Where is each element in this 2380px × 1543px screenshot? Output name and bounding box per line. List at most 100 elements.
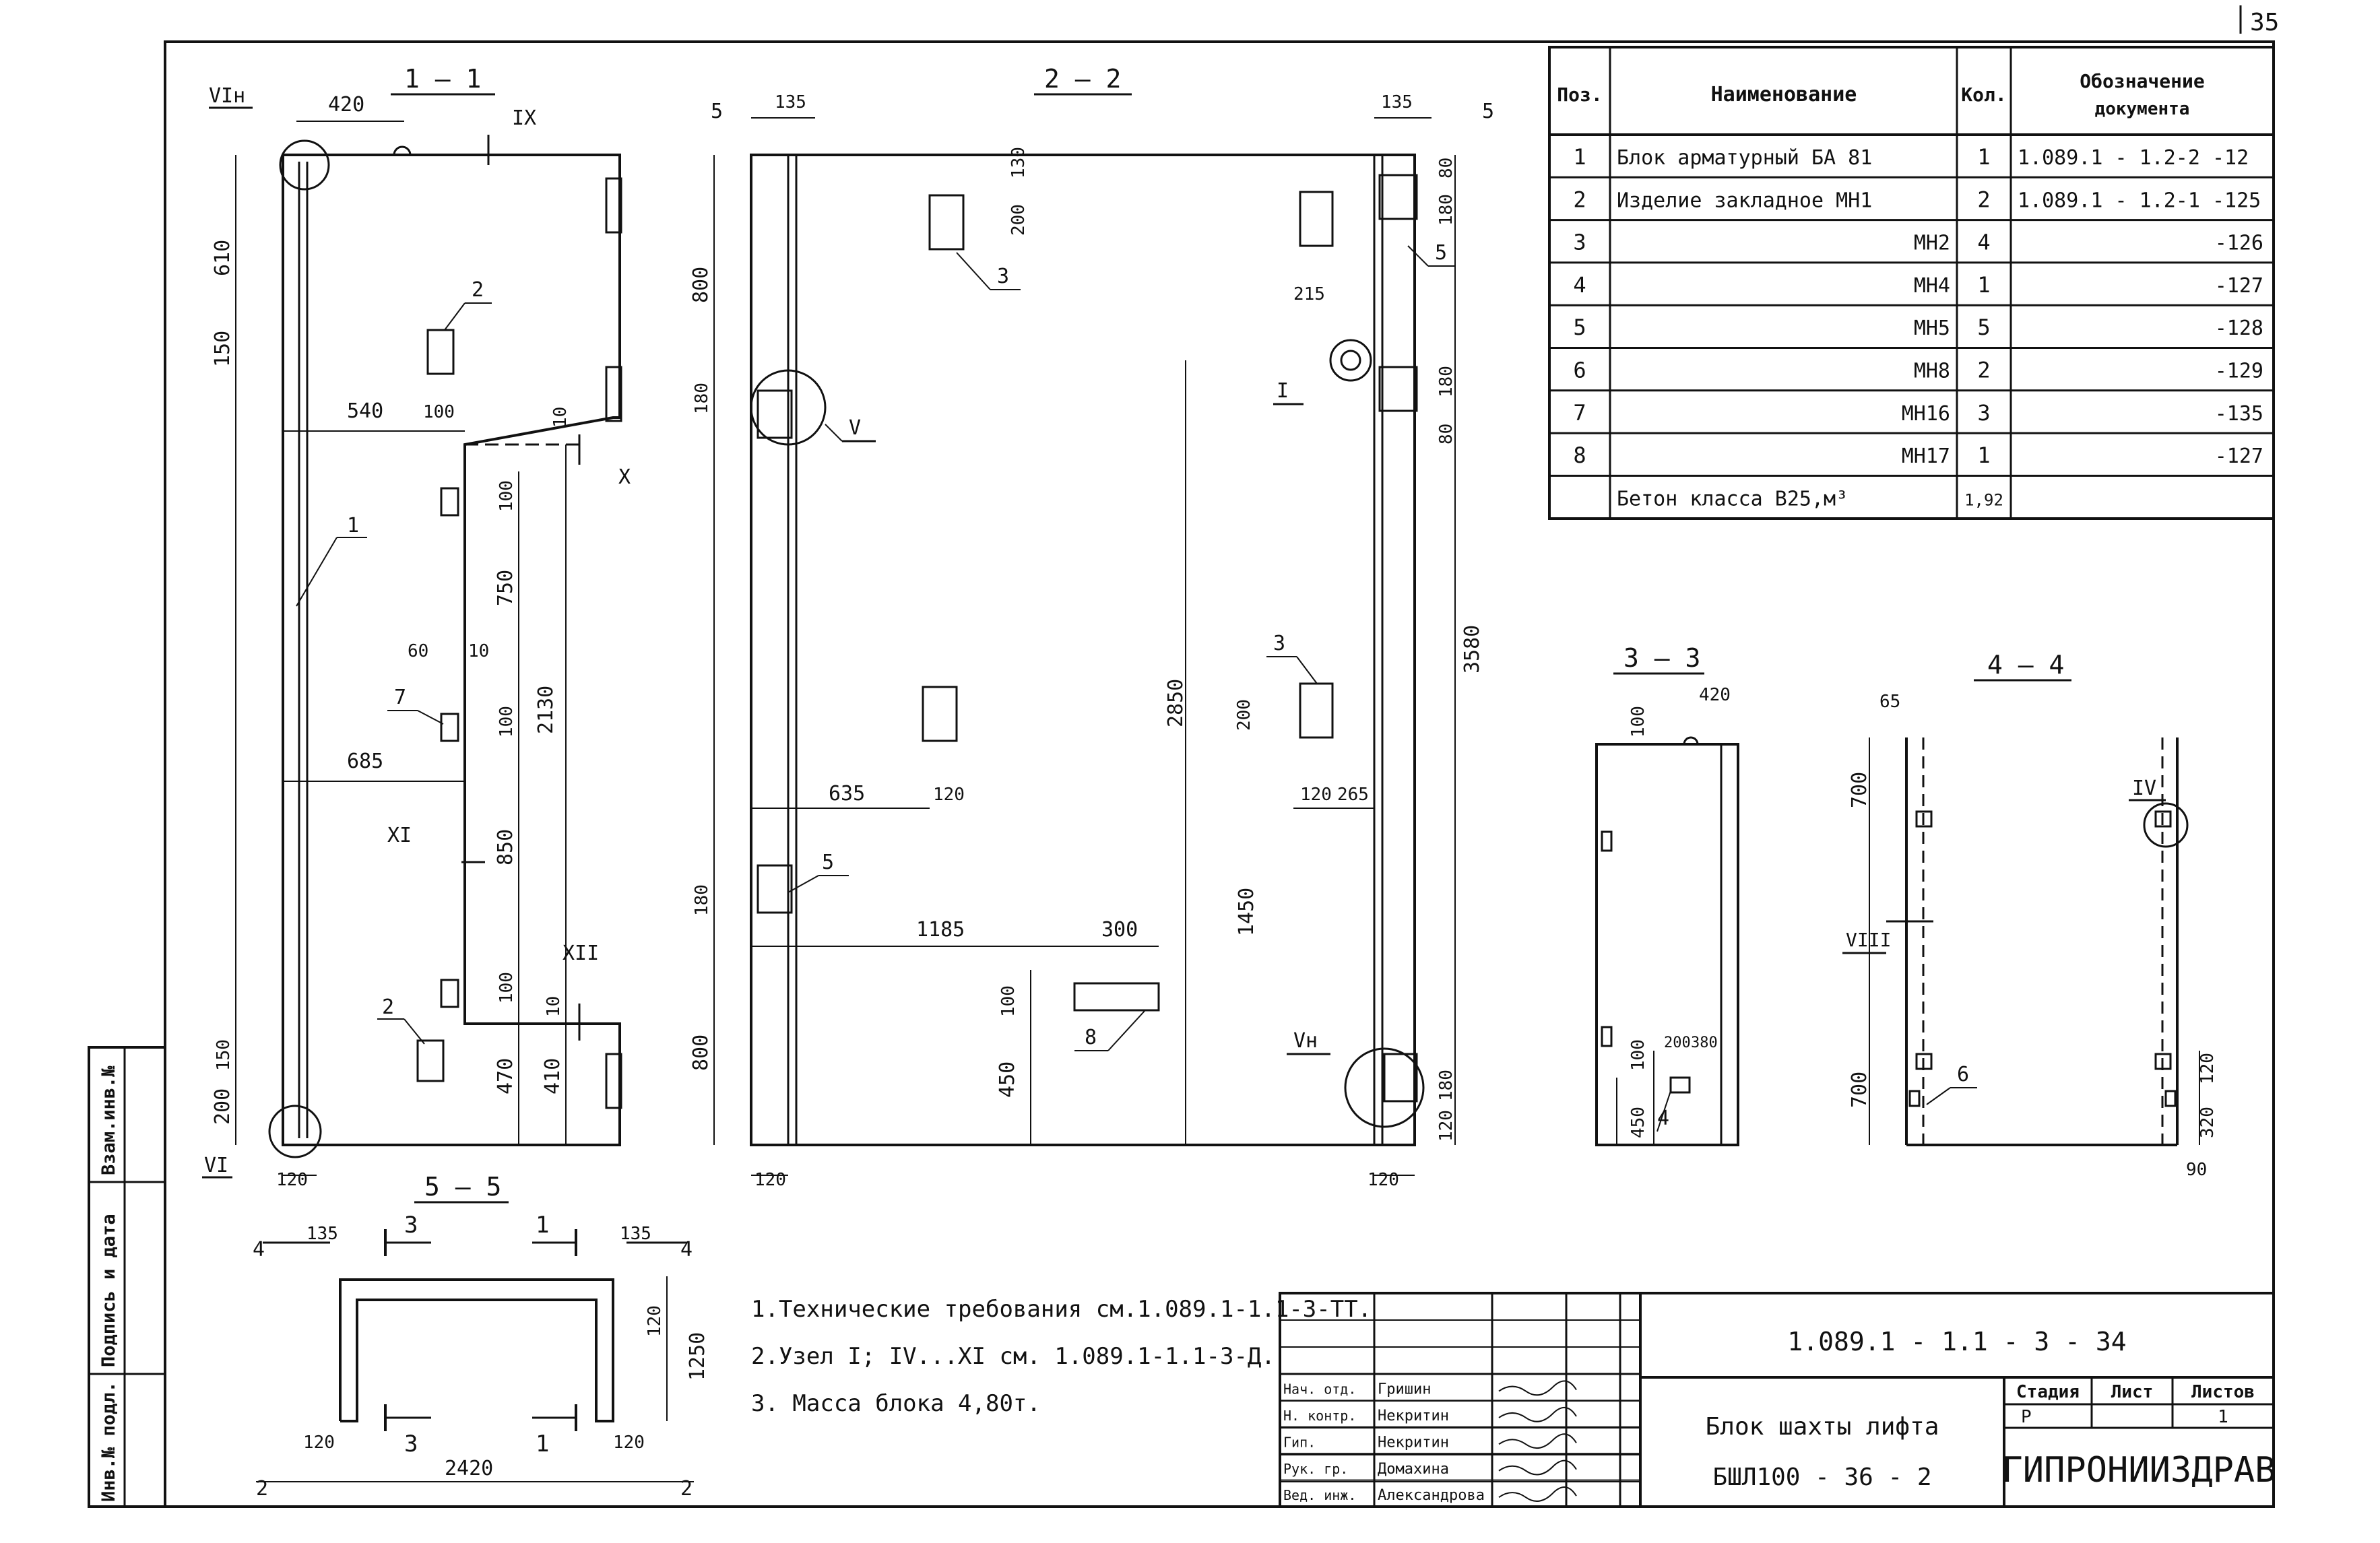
side-stamp: Инв.№ подл. Подпись и дата Взам.инв.№ [88,1046,166,1508]
svg-text:4: 4 [253,1238,265,1261]
svg-text:135: 135 [307,1224,338,1244]
svg-text:2: 2 [680,1477,693,1501]
svg-text:VIн: VIн [209,84,245,108]
staff-name: Александрова [1378,1487,1485,1504]
svg-text:Лист: Лист [2111,1382,2154,1402]
svg-text:130: 130 [1008,147,1029,178]
svg-text:2130: 2130 [534,686,558,734]
svg-text:60: 60 [408,641,428,661]
svg-text:1: 1 [347,514,359,537]
svg-text:800: 800 [689,267,713,303]
svg-text:120: 120 [276,1170,308,1190]
spec-doc-header: Обозначение [2080,70,2204,92]
svg-text:35: 35 [2250,9,2279,36]
staff-role: Рук. гр. [1283,1461,1348,1477]
svg-text:1450: 1450 [1235,888,1258,936]
staff-role: Нач. отд. [1283,1381,1356,1398]
spec-pos: 3 [1573,230,1586,255]
svg-text:10: 10 [468,641,489,661]
spec-qty: 2 [1977,187,1990,212]
svg-text:IV: IV [2132,777,2156,800]
svg-text:1: 1 [2218,1407,2228,1427]
spec-pos: 5 [1573,315,1586,340]
svg-text:200: 200 [211,1088,234,1125]
spec-name: Изделие закладное МН1 [1617,189,1872,212]
staff-row: Вед. инж.Александрова [1283,1486,1577,1504]
spec-pos: 8 [1573,442,1586,468]
staff-name: Некритин [1378,1408,1449,1424]
section-2-2-title: 2 – 2 [1044,64,1121,94]
sheet-frame [164,40,2275,1508]
svg-text:120: 120 [303,1433,335,1453]
svg-text:XII: XII [562,942,599,965]
svg-text:3: 3 [997,265,1009,288]
svg-text:540: 540 [347,399,383,423]
spec-doc: -135 [2215,402,2263,426]
svg-text:Кол.: Кол. [1961,84,2006,106]
svg-text:470: 470 [494,1058,517,1094]
svg-text:1: 1 [536,1431,549,1457]
svg-text:135: 135 [620,1224,651,1244]
page-number: 35 [2239,5,2279,36]
spec-doc-header-line2: документа [2095,99,2190,119]
spec-table: Поз. Наименование Кол. Обозначение докум… [1548,46,2275,520]
svg-text:4: 4 [680,1238,693,1261]
signature [1498,1380,1577,1396]
svg-text:700: 700 [1848,1072,1871,1108]
svg-text:135: 135 [775,92,806,112]
svg-text:100: 100 [998,985,1019,1017]
svg-text:380: 380 [1691,1035,1718,1051]
svg-text:3580: 3580 [1460,625,1484,674]
note-3: 3. Масса блока 4,80т. [751,1390,1041,1417]
svg-text:135: 135 [1381,92,1413,112]
svg-text:VIII: VIII [1846,929,1891,951]
svg-text:120: 120 [2197,1053,2218,1084]
svg-text:450: 450 [996,1061,1019,1098]
spec-qty: 1 [1977,144,1990,170]
svg-text:1250: 1250 [686,1332,709,1381]
svg-text:5: 5 [822,851,834,874]
spec-name: МН2 [1914,232,1950,255]
spec-qty: 1,92 [1964,490,2003,509]
staff-role: Гип. [1283,1434,1316,1450]
drawing-code: 1.089.1 - 1.1 - 3 - 34 [1787,1327,2126,1356]
svg-text:80: 80 [1436,424,1456,445]
signature [1498,1433,1577,1449]
title-block: 1.089.1 - 1.1 - 3 - 34 Блок шахты лифта … [1279,1292,2276,1508]
svg-text:120: 120 [754,1170,786,1190]
svg-text:Р: Р [2021,1407,2032,1427]
staff-name: Гришин [1378,1381,1431,1398]
svg-text:IX: IX [512,106,536,130]
svg-text:1185: 1185 [916,918,965,942]
svg-text:3: 3 [1273,632,1285,655]
svg-text:8: 8 [1085,1026,1097,1049]
svg-text:265: 265 [1337,785,1369,805]
svg-text:120: 120 [1436,1110,1456,1142]
svg-text:180: 180 [1436,366,1456,397]
svg-text:180: 180 [1436,194,1456,226]
svg-text:200: 200 [1008,204,1029,236]
section-5-5-title: 5 – 5 [424,1172,501,1202]
svg-text:180: 180 [692,383,712,414]
spec-name: МН8 [1914,360,1950,383]
section-4-4: 4 – 4 65 700 700 120 320 90 IV VIII 6 [1842,650,2218,1180]
staff-row: Рук. гр.Домахина [1283,1459,1577,1478]
spec-doc: -127 [2215,274,2263,298]
note-1: 1.Технические требования см.1.089.1-1.1-… [751,1296,1372,1323]
svg-text:XI: XI [387,824,412,847]
svg-text:850: 850 [494,829,517,865]
svg-text:7: 7 [394,686,406,709]
svg-text:65: 65 [1879,692,1900,712]
svg-text:685: 685 [347,750,383,773]
svg-text:2850: 2850 [1164,679,1188,727]
svg-text:120: 120 [613,1433,645,1453]
section-1-1: 1 – 1 VIн IX X XI [202,64,631,1190]
spec-doc: -126 [2215,232,2263,255]
spec-qty: 5 [1977,315,1990,340]
svg-text:VI: VI [204,1154,228,1177]
